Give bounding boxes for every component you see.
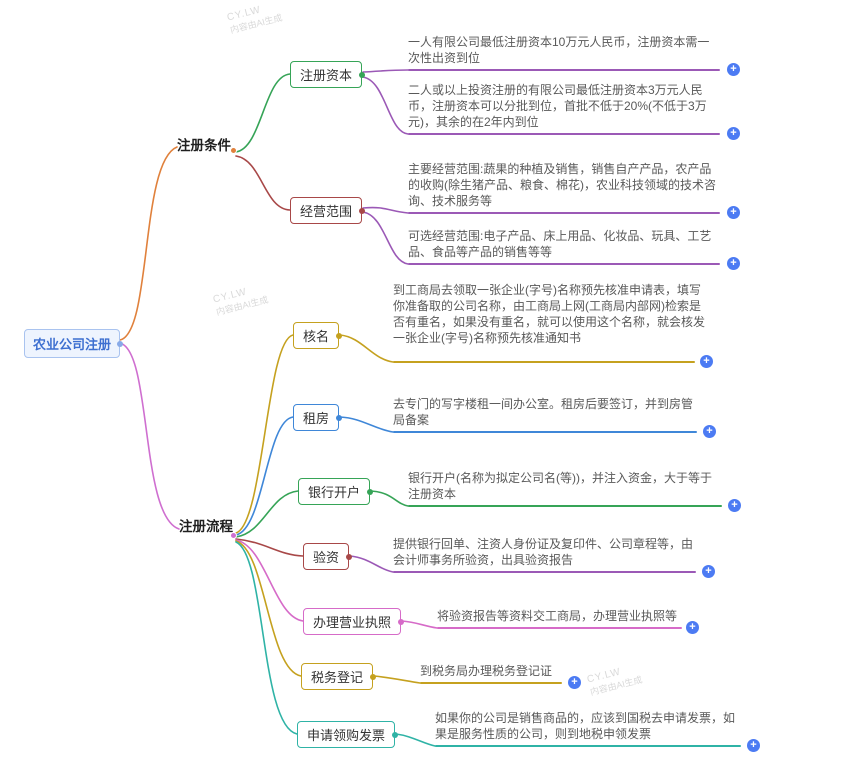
- edge-scope-leaf1: [362, 206, 409, 214]
- expand-button[interactable]: +: [686, 621, 699, 634]
- edge-process-tax: [235, 540, 302, 677]
- leaf-underline: [408, 212, 720, 214]
- node-naming[interactable]: 核名: [293, 322, 343, 349]
- leaf-scope-main[interactable]: 主要经营范围:蔬果的种植及销售，销售自产产品，农产品的收购(除生猪产品、粮食、棉…: [408, 162, 716, 208]
- node-naming-label: 核名: [303, 329, 330, 344]
- connector-dot[interactable]: [370, 673, 377, 680]
- edge-rent-leaf: [339, 416, 394, 433]
- leaf-underline: [393, 571, 696, 573]
- leaf-underline: [408, 505, 722, 507]
- edge-process-naming: [235, 334, 294, 534]
- expand-button[interactable]: +: [728, 499, 741, 512]
- edge-tax-leaf: [373, 675, 421, 684]
- connector-dot-conditions[interactable]: [230, 147, 237, 154]
- expand-button[interactable]: +: [702, 565, 715, 578]
- edge-scope-leaf2: [362, 211, 409, 265]
- edge-bank-leaf: [370, 490, 409, 507]
- leaf-underline: [408, 69, 720, 71]
- node-rent-label: 租房: [303, 411, 330, 426]
- edge-naming-leaf: [339, 334, 394, 363]
- watermark-ai-note: 内容由AI生成: [229, 12, 284, 36]
- connector-dot[interactable]: [336, 414, 343, 421]
- watermark-ai-note: 内容由AI生成: [589, 674, 644, 698]
- node-capital[interactable]: 注册资本: [290, 61, 366, 88]
- node-invoice-label: 申请领购发票: [307, 728, 386, 743]
- connector-dot[interactable]: [398, 618, 405, 625]
- expand-button[interactable]: +: [727, 127, 740, 140]
- connector-dot[interactable]: [359, 207, 366, 214]
- edge-root-conditions: [119, 146, 178, 341]
- edge-verify-leaf: [349, 555, 394, 573]
- expand-button[interactable]: +: [568, 676, 581, 689]
- node-license[interactable]: 办理营业执照: [303, 608, 405, 635]
- leaf-bank[interactable]: 银行开户(名称为拟定公司名(等))，并注入资金，大于等于注册资本: [408, 471, 712, 501]
- node-root[interactable]: 农业公司注册: [24, 329, 124, 358]
- edge-conditions-scope: [235, 155, 291, 211]
- watermark: CY.LW 内容由AI生成: [586, 662, 644, 698]
- leaf-underline: [437, 627, 682, 629]
- leaf-underline: [435, 745, 741, 747]
- expand-button[interactable]: +: [727, 206, 740, 219]
- leaf-underline: [408, 263, 720, 265]
- node-bank-label: 银行开户: [308, 485, 361, 500]
- watermark-ai-note: 内容由AI生成: [215, 294, 270, 318]
- edge-invoice-leaf: [395, 733, 436, 747]
- watermark: CY.LW 内容由AI生成: [212, 282, 270, 318]
- edge-capital-leaf2: [362, 76, 409, 135]
- watermark-brand: CY.LW: [211, 286, 249, 306]
- connector-dot[interactable]: [336, 332, 343, 339]
- watermark: CY.LW 内容由AI生成: [226, 0, 284, 36]
- connector-dot[interactable]: [346, 553, 353, 560]
- expand-button[interactable]: +: [747, 739, 760, 752]
- expand-button[interactable]: +: [700, 355, 713, 368]
- node-rent[interactable]: 租房: [293, 404, 343, 431]
- watermark-brand: CY.LW: [585, 666, 623, 686]
- expand-button[interactable]: +: [703, 425, 716, 438]
- connector-dot-process[interactable]: [230, 532, 237, 539]
- leaf-rent[interactable]: 去专门的写字楼租一间办公室。租房后要签订，并到房管局备案: [393, 397, 694, 427]
- leaf-scope-optional[interactable]: 可选经营范围:电子产品、床上用品、化妆品、玩具、工艺品、食品等产品的销售等等: [408, 229, 712, 259]
- leaf-license[interactable]: 将验资报告等资料交工商局，办理营业执照等: [437, 609, 678, 623]
- leaf-underline: [393, 431, 697, 433]
- edge-process-verify: [235, 538, 304, 557]
- node-capital-label: 注册资本: [300, 68, 353, 83]
- node-scope[interactable]: 经营范围: [290, 197, 366, 224]
- node-tax[interactable]: 税务登记: [301, 663, 377, 690]
- leaf-underline: [393, 361, 695, 363]
- connector-dot[interactable]: [359, 71, 366, 78]
- watermark-brand: CY.LW: [225, 4, 263, 24]
- leaf-verify[interactable]: 提供银行回单、注资人身份证及复印件、公司章程等，由会计师事务所验资，出具验资报告: [393, 537, 694, 567]
- leaf-naming[interactable]: 到工商局去领取一张企业(字号)名称预先核准申请表，填写你准备取的公司名称，由工商…: [393, 283, 706, 345]
- edge-license-leaf: [401, 620, 438, 629]
- node-verify[interactable]: 验资: [303, 543, 353, 570]
- leaf-capital-multi[interactable]: 二人或以上投资注册的有限公司最低注册资本3万元人民币，注册资本可以分批到位，首批…: [408, 83, 707, 129]
- leaf-invoice[interactable]: 如果你的公司是销售商品的，应该到国税去申请发票，如果是服务性质的公司，则到地税申…: [435, 711, 736, 741]
- expand-button[interactable]: +: [727, 257, 740, 270]
- edge-process-bank: [235, 490, 299, 538]
- node-license-label: 办理营业执照: [313, 615, 392, 630]
- edge-conditions-capital: [235, 73, 291, 153]
- expand-button[interactable]: +: [727, 63, 740, 76]
- node-verify-label: 验资: [313, 550, 340, 565]
- leaf-underline: [420, 682, 562, 684]
- node-conditions[interactable]: 注册条件: [177, 138, 231, 153]
- edge-process-invoice: [235, 541, 298, 735]
- edge-root-process: [119, 342, 180, 530]
- node-bank[interactable]: 银行开户: [298, 478, 374, 505]
- connector-dot[interactable]: [367, 488, 374, 495]
- connector-dot[interactable]: [117, 340, 124, 347]
- node-scope-label: 经营范围: [300, 204, 353, 219]
- connector-dot[interactable]: [392, 731, 399, 738]
- leaf-tax[interactable]: 到税务局办理税务登记证: [420, 664, 553, 678]
- leaf-underline: [408, 133, 720, 135]
- edge-capital-leaf1: [362, 69, 409, 73]
- edge-process-rent: [235, 416, 294, 536]
- node-tax-label: 税务登记: [311, 670, 364, 685]
- leaf-capital-single[interactable]: 一人有限公司最低注册资本10万元人民币，注册资本需一次性出资到位: [408, 35, 710, 65]
- node-root-label: 农业公司注册: [33, 337, 112, 352]
- edge-process-license: [235, 539, 304, 622]
- node-invoice[interactable]: 申请领购发票: [297, 721, 399, 748]
- node-process[interactable]: 注册流程: [179, 519, 233, 534]
